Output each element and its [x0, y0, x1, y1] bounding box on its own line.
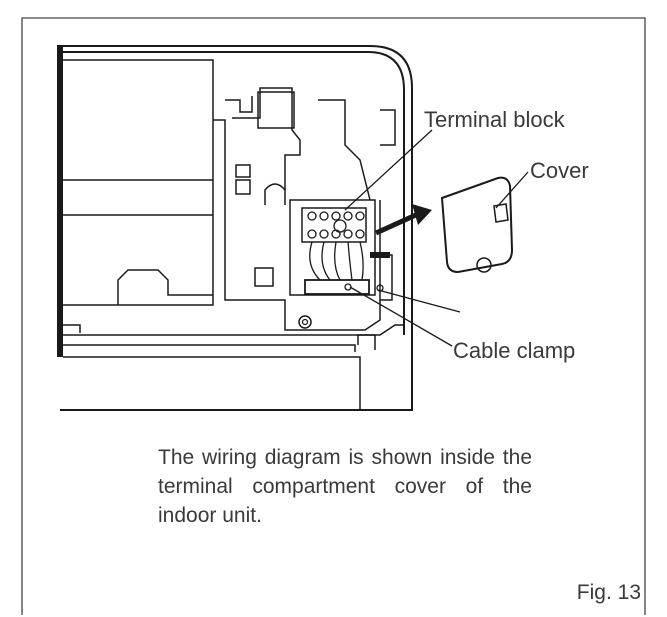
- bottom-clip-right: [357, 334, 376, 350]
- compartment-right: [380, 109, 396, 146]
- unit-inner-top: [63, 51, 405, 335]
- bottom-clip-left: [63, 324, 81, 333]
- black-bar: [370, 252, 390, 258]
- unit-body-outline: [60, 45, 413, 411]
- terminal-block: [301, 207, 367, 243]
- terminal-block-label: Terminal block: [424, 107, 565, 132]
- bottom-rail: [63, 344, 356, 352]
- top-box: [257, 91, 295, 129]
- leader-cable-clamp: [349, 286, 453, 347]
- leader-lines: [344, 129, 529, 347]
- caption-text: The wiring diagram is shown inside the t…: [158, 446, 532, 527]
- small-square: [254, 267, 274, 287]
- page-frame: [21, 17, 646, 615]
- figure-number: Fig. 13: [576, 581, 641, 604]
- cable-clamp: [304, 279, 370, 295]
- indoor-unit-drawing: [57, 45, 413, 411]
- removal-arrow: [374, 204, 432, 236]
- leader-terminal-block: [344, 129, 433, 211]
- wires: [309, 241, 364, 281]
- cover-drawing: [440, 176, 514, 274]
- round-tab: [264, 183, 286, 205]
- bottom-rail-2: [63, 356, 361, 410]
- leader-cable-clamp-2: [377, 289, 461, 313]
- leader-cover: [495, 171, 529, 209]
- unit-left-edge: [57, 45, 63, 357]
- cable-clamp-label: Cable clamp: [453, 338, 576, 363]
- cover-label: Cover: [530, 158, 589, 183]
- terminal-screws: [307, 211, 365, 239]
- bottom-shelf: [63, 324, 404, 336]
- screw-hole: [298, 315, 312, 329]
- panel-notch: [117, 269, 213, 305]
- terminal-compartment: [289, 199, 376, 296]
- square-b: [235, 179, 251, 195]
- top-latch: [225, 96, 253, 113]
- mid-frame-2: [232, 87, 301, 190]
- mid-frame: [213, 119, 381, 331]
- screw-hole-inner: [301, 318, 309, 326]
- square-a: [235, 164, 251, 178]
- left-panel: [63, 59, 214, 306]
- compartment-top: [318, 99, 371, 201]
